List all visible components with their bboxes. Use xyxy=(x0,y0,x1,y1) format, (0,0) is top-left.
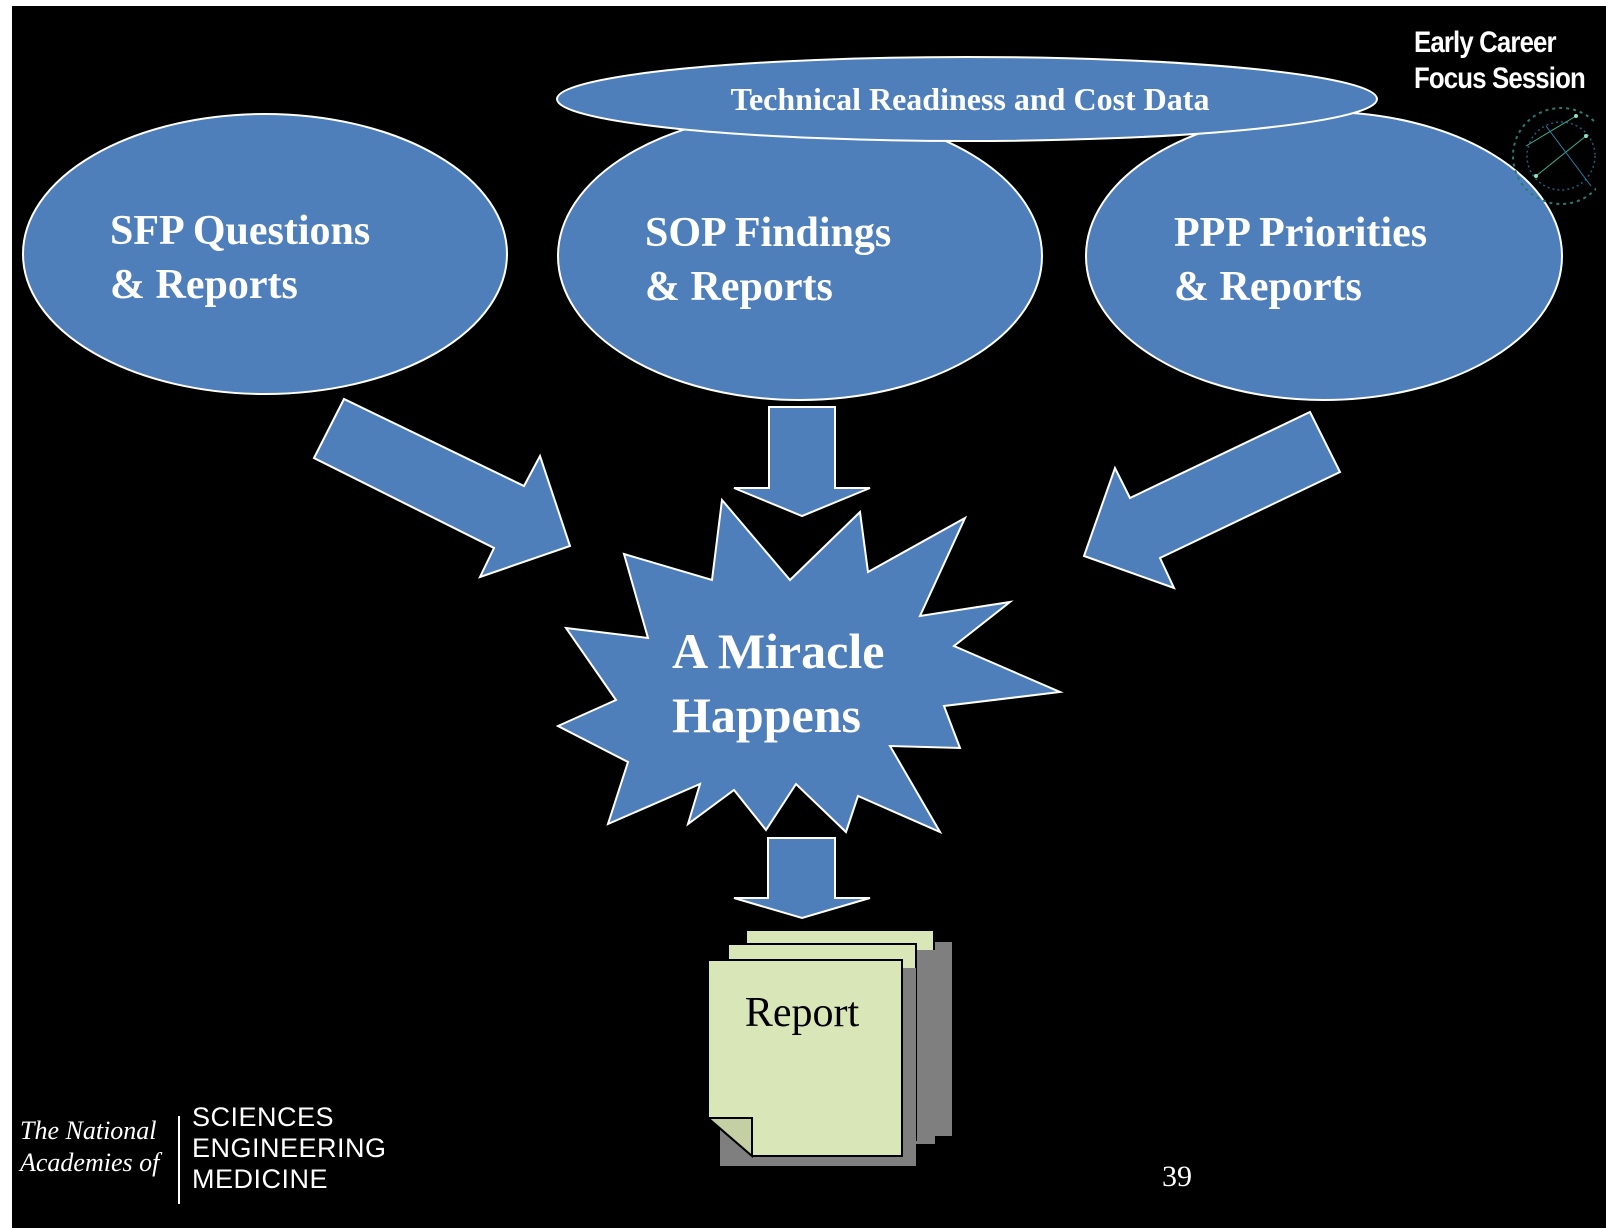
ppp-oval-line1: PPP Priorities xyxy=(1174,210,1427,256)
network-graphic-icon xyxy=(1512,107,1596,205)
sfp-oval-line2: & Reports xyxy=(110,262,298,308)
miracle-burst xyxy=(555,497,1064,835)
sfp-oval-line1: SFP Questions xyxy=(110,208,370,254)
technical-readiness-banner xyxy=(556,56,1378,142)
center-arrow xyxy=(733,406,871,518)
logo-caps-line1: SCIENCES xyxy=(192,1102,335,1132)
national-academies-logo: The National Academies of SCIENCES ENGIN… xyxy=(20,1102,400,1208)
technical-readiness-text: Technical Readiness and Cost Data xyxy=(731,81,1210,117)
logo-italic-line1: The National xyxy=(20,1116,157,1145)
left-arrow xyxy=(312,397,572,579)
sop-oval-line1: SOP Findings xyxy=(645,210,891,256)
right-arrow xyxy=(1082,410,1342,590)
bottom-arrow xyxy=(733,837,871,920)
badge-line1: Early Career xyxy=(1414,26,1557,59)
report-stack xyxy=(705,929,952,1166)
sfp-oval xyxy=(22,113,508,395)
logo-italic-line2: Academies of xyxy=(20,1148,160,1177)
miracle-line2: Happens xyxy=(672,687,861,743)
logo-caps-line3: MEDICINE xyxy=(192,1164,329,1194)
ppp-oval-line2: & Reports xyxy=(1174,264,1362,310)
logo-caps-line2: ENGINEERING xyxy=(192,1133,387,1163)
badge-line2: Focus Session xyxy=(1414,62,1586,95)
page-number: 39 xyxy=(1162,1160,1192,1193)
logo-divider xyxy=(178,1116,180,1204)
sop-oval xyxy=(557,111,1043,401)
sop-oval-line2: & Reports xyxy=(645,264,833,310)
report-label: Report xyxy=(745,990,860,1036)
miracle-line1: A Miracle xyxy=(672,623,884,679)
report-page xyxy=(707,959,903,1157)
slide: SFP Questions & Reports SOP Findings & R… xyxy=(12,6,1606,1228)
flow-diagram: SFP Questions & Reports SOP Findings & R… xyxy=(22,56,1563,1166)
early-career-badge: Early Career Focus Session xyxy=(1406,26,1596,205)
